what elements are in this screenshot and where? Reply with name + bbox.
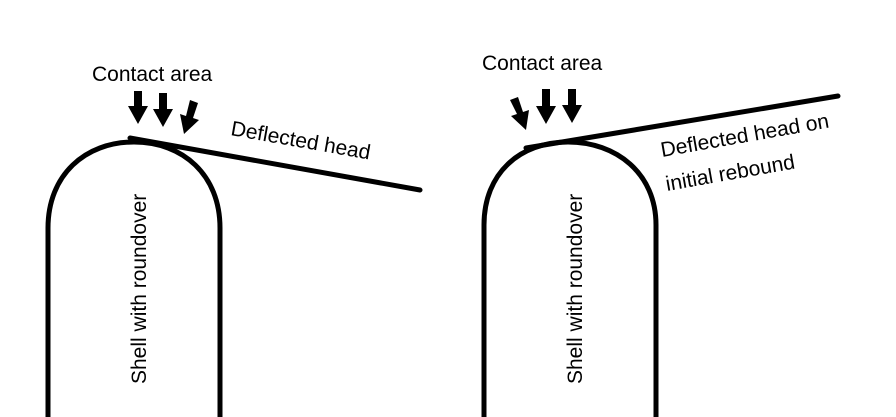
left-panel: Contact area Deflected head Shell with r…: [45, 63, 423, 417]
right-deflected-head-line: [523, 93, 841, 151]
left-shell-label: Shell with roundover: [128, 194, 151, 384]
right-panel: Contact area Deflected head on initial r…: [481, 52, 841, 417]
left-arrow-down-icon: [153, 93, 173, 127]
left-arrow-down-icon: [128, 91, 148, 124]
right-contact-area-label: Contact area: [482, 52, 603, 75]
left-arrow-down-icon: [180, 100, 199, 134]
left-shell-outline: [45, 139, 223, 417]
right-deflected-head-label-line1: Deflected head on: [659, 110, 831, 162]
left-contact-arrows: [128, 91, 199, 134]
right-arrow-down-icon: [510, 97, 529, 130]
right-arrow-down-icon: [536, 89, 556, 124]
left-contact-area-label: Contact area: [92, 63, 213, 86]
right-arrow-down-icon: [562, 89, 582, 123]
right-contact-arrows: [510, 89, 582, 130]
right-shell-label: Shell with roundover: [564, 194, 587, 384]
left-deflected-head-line: [127, 135, 423, 193]
